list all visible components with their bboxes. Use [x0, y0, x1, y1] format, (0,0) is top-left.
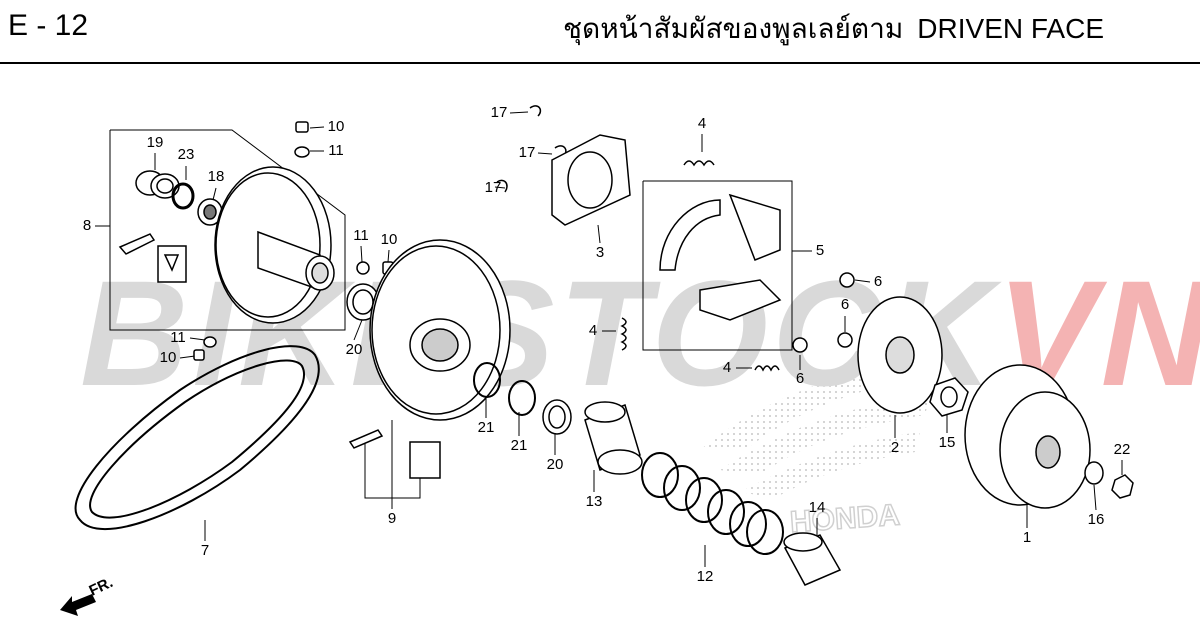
callout-c2: 2: [891, 439, 899, 456]
front-label: FR.: [87, 574, 116, 600]
callout-c20a: 20: [346, 341, 363, 358]
spring-4-left: [620, 317, 627, 351]
clutch-outer-1: [964, 364, 1091, 509]
clutch-shoes-5: [659, 193, 782, 321]
callout-c11a: 11: [328, 142, 344, 159]
callout-c19: 19: [147, 134, 164, 151]
roller-11-low: [203, 336, 217, 348]
nut-15: [929, 377, 969, 417]
bearing-18: [197, 198, 223, 226]
clip-17c: [496, 179, 508, 193]
page-title: ชุดหน้าสัมผัสของพูลเลย์ตาม DRIVEN FACE: [549, 12, 1104, 46]
parts-drawings: [74, 105, 1134, 586]
callout-c11c: 11: [170, 329, 186, 346]
callout-c20b: 20: [547, 456, 564, 473]
damper-6a: [839, 272, 855, 288]
driven-face-assembly: [214, 166, 335, 324]
title-english: DRIVEN FACE: [917, 13, 1104, 44]
spring-4-top: [683, 160, 715, 167]
guide-pin-8: [118, 233, 187, 283]
callout-c10a: 10: [328, 118, 345, 135]
callout-c3: 3: [596, 244, 604, 261]
callout-c12: 12: [697, 568, 714, 585]
spring-4-right: [754, 365, 780, 372]
callout-c6a: 6: [874, 273, 882, 290]
circlip-23: [171, 182, 195, 210]
guide-pin-9: [348, 429, 441, 479]
callout-c23: 23: [178, 146, 195, 163]
spring-12: [641, 452, 784, 555]
callout-c22: 22: [1114, 441, 1131, 458]
exploded-view-diagram: HONDA BIKESTOCKVN: [60, 104, 1200, 616]
nut-22: [1111, 474, 1134, 499]
o-ring-21a: [473, 362, 501, 398]
header-divider: [0, 62, 1200, 64]
o-ring-21b: [508, 380, 536, 416]
drive-belt-7: [74, 345, 320, 530]
callout-c4b: 4: [589, 322, 597, 339]
callout-c9: 9: [388, 510, 396, 527]
pin-10-top: [295, 121, 309, 133]
callout-c16: 16: [1088, 511, 1105, 528]
drive-plate-2: [857, 296, 943, 414]
collar-14: [783, 532, 842, 586]
callout-c4a: 4: [698, 115, 706, 132]
roller-11-top: [294, 146, 310, 158]
callout-c5: 5: [816, 242, 824, 259]
callout-c18: 18: [208, 168, 225, 185]
washer-16: [1084, 461, 1104, 485]
callout-c6b: 6: [841, 296, 849, 313]
damper-6c: [792, 337, 808, 353]
clip-17a: [529, 105, 542, 117]
page-code: E - 12: [8, 9, 89, 42]
callout-c17b: 17: [519, 144, 536, 161]
clutch-plate-3: [551, 134, 631, 226]
callout-c11b: 11: [353, 227, 369, 244]
callout-c13: 13: [586, 493, 603, 510]
callout-c21b: 21: [511, 437, 528, 454]
callout-c17a: 17: [491, 104, 508, 121]
title-thai: ชุดหน้าสัมผัสของพูลเลย์ตาม: [563, 13, 904, 44]
callout-c21a: 21: [478, 419, 495, 436]
callout-c6c: 6: [796, 370, 804, 387]
callout-c7: 7: [201, 542, 209, 559]
seal-collar-13: [584, 401, 643, 475]
callout-c17c: 17: [485, 179, 502, 196]
callout-c8: 8: [83, 217, 91, 234]
leader-lines: [95, 111, 1123, 567]
callout-c4c: 4: [723, 359, 731, 376]
callout-c1: 1: [1023, 529, 1031, 546]
callout-c10b: 10: [381, 231, 398, 248]
roller-11-mid: [356, 261, 370, 275]
driven-pulley-face: [369, 239, 511, 421]
callout-c15: 15: [939, 434, 956, 451]
oil-seal-20-right: [542, 399, 572, 435]
front-direction-indicator: FR.: [60, 574, 116, 616]
callout-c10c: 10: [160, 349, 177, 366]
front-arrow-icon: [60, 594, 96, 616]
pin-10-low: [193, 349, 205, 361]
callout-c14: 14: [809, 499, 826, 516]
damper-6b: [837, 332, 853, 348]
